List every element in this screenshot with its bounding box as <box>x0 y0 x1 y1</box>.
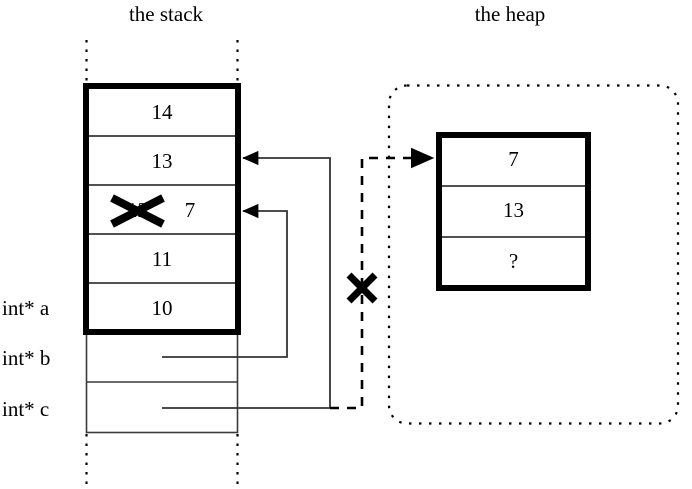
heap-cell-value-0: 7 <box>508 147 519 171</box>
heap-region-boundary <box>387 84 680 425</box>
variable-label-a: int* a <box>2 296 50 320</box>
stack-cell-value-1: 13 <box>151 149 173 173</box>
stack-variable-slots <box>85 330 239 434</box>
stack-cell-value-0: 14 <box>151 100 173 124</box>
heap-cell-value-2: ? <box>508 249 519 273</box>
invalid-pointer-x-marker <box>346 272 378 304</box>
stack-dotted-extent-top <box>85 40 239 85</box>
stack-value-box <box>83 83 241 335</box>
pointer-b-arrow <box>162 203 288 358</box>
stack-cell-value-2-new: 7 <box>184 198 196 222</box>
stack-title: the stack <box>128 2 204 26</box>
heap-block-box <box>436 132 591 291</box>
heap-title: the heap <box>474 2 546 26</box>
stack-cell-value-3: 11 <box>151 247 173 271</box>
variable-label-b: int* b <box>2 346 51 370</box>
crossed-out-value-marker <box>110 194 165 228</box>
stack-dotted-extent-bottom <box>85 434 239 487</box>
dangling-pointer-dashed-arrow <box>330 147 435 410</box>
pointer-c-stale-arrow <box>162 150 331 409</box>
heap-cell-value-1: 13 <box>503 198 524 222</box>
variable-label-c: int* c <box>2 397 50 421</box>
stack-cell-value-4: 10 <box>151 296 173 320</box>
stack-cell-value-2-stale: 12 <box>127 198 148 222</box>
